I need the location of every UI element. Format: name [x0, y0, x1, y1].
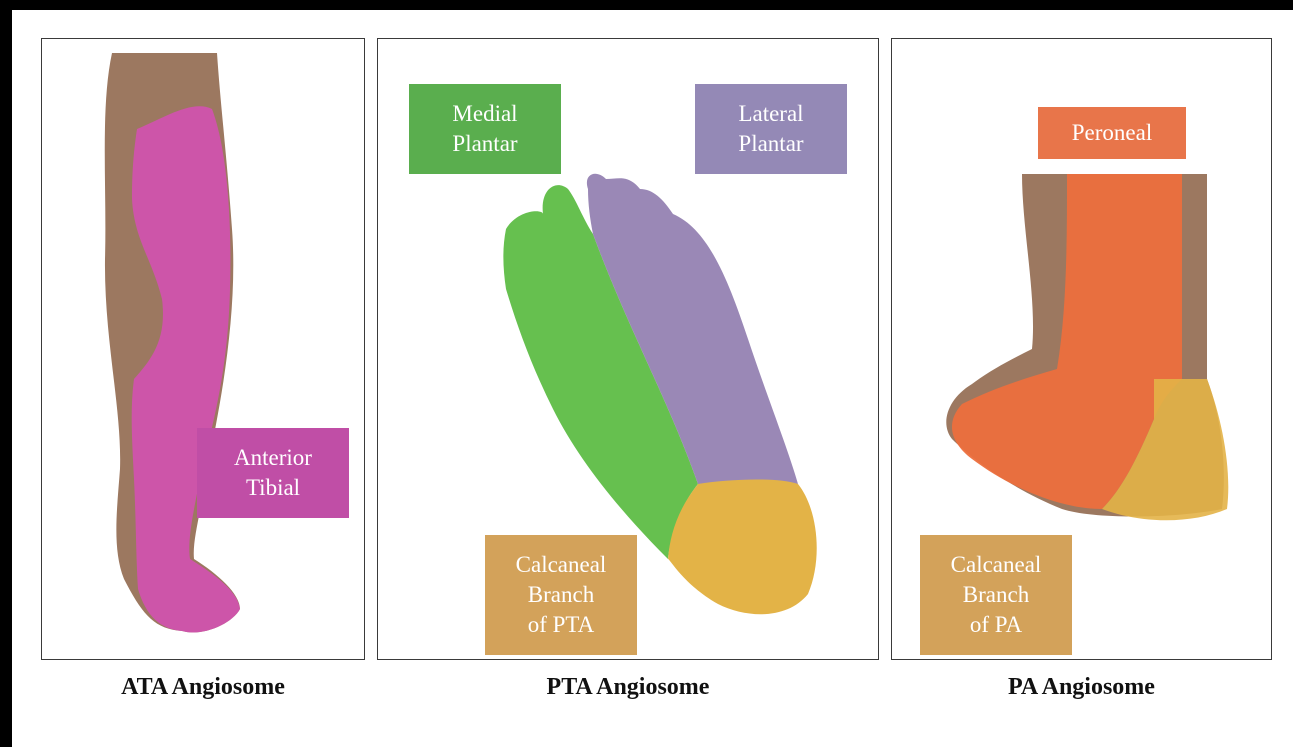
label-peroneal: Peroneal — [1038, 107, 1186, 159]
label-medial-plantar: Medial Plantar — [409, 84, 561, 174]
leg-illustration — [42, 39, 365, 660]
caption-pta: PTA Angiosome — [377, 674, 879, 701]
label-line: Branch — [963, 580, 1029, 610]
pa-panel: Peroneal Calcaneal Branch of PA — [891, 38, 1272, 660]
pta-panel: Medial Plantar Lateral Plantar Calcaneal… — [377, 38, 879, 660]
label-line: Plantar — [452, 129, 517, 159]
label-lateral-plantar: Lateral Plantar — [695, 84, 847, 174]
label-line: Tibial — [246, 473, 300, 503]
label-line: of PA — [970, 610, 1022, 640]
label-line: Plantar — [738, 129, 803, 159]
caption-ata: ATA Angiosome — [41, 674, 365, 701]
label-line: Branch — [528, 580, 594, 610]
label-line: Lateral — [738, 99, 803, 129]
label-calcaneal-pa: Calcaneal Branch of PA — [920, 535, 1072, 655]
label-line: Medial — [452, 99, 517, 129]
figure-sheet: Anterior Tibial Medial Plantar Lateral P… — [12, 10, 1293, 747]
label-line: Peroneal — [1072, 118, 1152, 148]
label-anterior-tibial: Anterior Tibial — [197, 428, 349, 518]
label-line: Calcaneal — [516, 550, 607, 580]
label-line: Calcaneal — [951, 550, 1042, 580]
label-calcaneal-pta: Calcaneal Branch of PTA — [485, 535, 637, 655]
ata-panel: Anterior Tibial — [41, 38, 365, 660]
calcaneal-pta-region — [668, 479, 817, 614]
caption-pa: PA Angiosome — [891, 674, 1272, 701]
label-line: Anterior — [234, 443, 312, 473]
label-line: of PTA — [528, 610, 595, 640]
